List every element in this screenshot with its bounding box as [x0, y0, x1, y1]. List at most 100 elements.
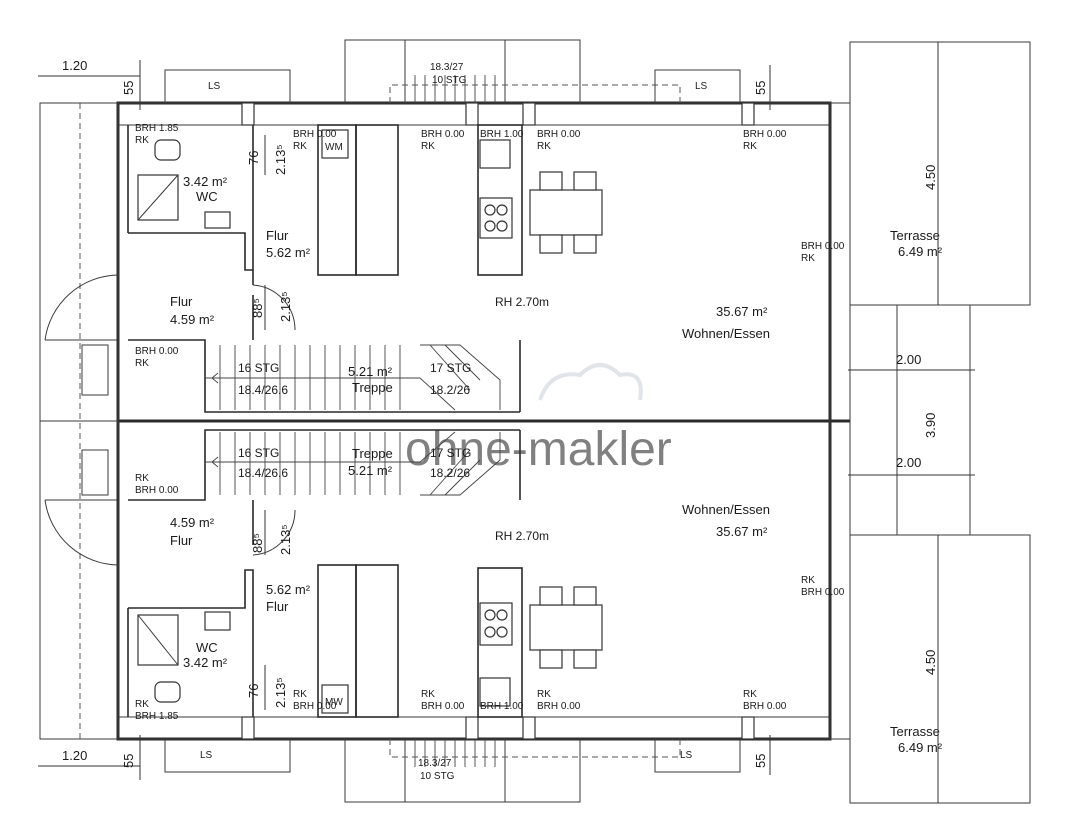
bottom-dim-55-right: 55 — [753, 754, 768, 768]
top-flur-upper-name: Flur — [266, 228, 289, 243]
top-dim-213-upper: 2.13⁵ — [273, 144, 288, 175]
bottom-ls-right: LS — [680, 750, 693, 761]
top-wohnen-area: 35.67 m² — [716, 304, 768, 319]
bottom-dim-213-upper: 2.13⁵ — [278, 524, 293, 555]
bottom-wc-area: 3.42 m² — [183, 655, 228, 670]
bottom-dim-55-left: 55 — [121, 754, 136, 768]
bottom-dim-76: 76 — [246, 684, 261, 698]
bottom-treppe-area: 5.21 m² — [348, 463, 393, 478]
top-dim-450: 4.50 — [923, 165, 938, 190]
top-dim-120: 1.20 — [62, 58, 87, 73]
bottom-brh-3: BRH 1.00 — [480, 701, 524, 712]
top-rh: RH 2.70m — [495, 295, 549, 309]
top-brh-6: BRH 0.00 — [801, 241, 845, 252]
top-brh-3: BRH 1.00 — [480, 129, 524, 140]
terraces: Terrasse 6.49 m² Terrasse 6.49 m² — [849, 41, 1031, 804]
bottom-dim-120: 1.20 — [62, 748, 87, 763]
bottom-flur-lower-area: 4.59 m² — [170, 515, 215, 530]
top-ls-right: LS — [695, 81, 708, 92]
bottom-brh-5: BRH 0.00 — [743, 701, 787, 712]
top-treppe-area: 5.21 m² — [348, 364, 393, 379]
bottom-rk-2: RK — [421, 689, 435, 700]
bottom-rk-4: RK — [537, 689, 551, 700]
bottom-flur-lower-name: Flur — [170, 533, 193, 548]
top-brh-7: BRH 0.00 — [135, 346, 179, 357]
top-rk-1: RK — [293, 141, 307, 152]
top-wc-name: WC — [196, 189, 218, 204]
shared-dim-390: 3.90 — [923, 413, 938, 438]
top-dim-88: 88⁵ — [250, 298, 265, 318]
top-inner-walls — [127, 124, 523, 413]
top-stair-right-steps: 17 STG — [430, 361, 471, 375]
bottom-dim-200: 2.00 — [896, 455, 921, 470]
top-flur-lower-name: Flur — [170, 294, 193, 309]
top-dim-76: 76 — [246, 151, 261, 165]
watermark-logo: ohne-makler — [405, 363, 672, 476]
bottom-rk-6: RK — [801, 575, 815, 586]
top-dim-200: 2.00 — [896, 352, 921, 367]
entrance-doors — [44, 274, 296, 566]
top-treppe-name: Treppe — [352, 380, 393, 395]
bottom-stair-right-size: 18.2/26 — [430, 466, 470, 480]
top-staircase: 16 STG 18.4/26.6 17 STG 18.2/26 — [205, 344, 501, 411]
bottom-dimension-texts: 1.20 55 55 76 2.13⁵ 88⁵ 2.13⁵ 4.50 2.00 … — [62, 413, 938, 768]
bottom-terrasse-name: Terrasse — [890, 724, 940, 739]
top-terrasse-name: Terrasse — [890, 228, 940, 243]
top-wm-label: WM — [325, 142, 343, 153]
top-brh-1: BRH 0.00 — [293, 129, 337, 140]
bottom-wc-name: WC — [196, 640, 218, 655]
top-brh-5: BRH 0.00 — [743, 129, 787, 140]
bottom-rk-5: RK — [743, 689, 757, 700]
light-wells: LS LS LS LS — [164, 69, 741, 773]
top-dim-55-right: 55 — [753, 81, 768, 95]
bottom-rh: RH 2.70m — [495, 529, 549, 543]
bottom-brh-1: BRH 0.00 — [293, 701, 337, 712]
bottom-outside-stair-size: 18.3/27 — [418, 758, 452, 769]
top-wohnen-name: Wohnen/Essen — [682, 326, 770, 341]
top-brh-4: BRH 0.00 — [537, 129, 581, 140]
bottom-stair-left-steps: 16 STG — [238, 446, 279, 460]
top-room-labels: 3.42 m² WC Flur 5.62 m² Flur 4.59 m² 5.2… — [170, 174, 770, 395]
top-stair-left-steps: 16 STG — [238, 361, 279, 375]
bottom-stair-left-size: 18.4/26.6 — [238, 466, 288, 480]
top-rk-7: RK — [135, 358, 149, 369]
top-rk-5: RK — [743, 141, 757, 152]
bottom-outside-stair-steps: 10 STG — [420, 771, 455, 782]
bottom-dim-213-lower: 2.13⁵ — [273, 677, 288, 708]
bottom-brh-wc: BRH 1.85 — [135, 711, 179, 722]
top-flur-lower-area: 4.59 m² — [170, 312, 215, 327]
top-brh-wc: BRH 1.85 — [135, 123, 179, 134]
dimension-lines — [38, 42, 975, 803]
bottom-inner-walls — [127, 429, 523, 718]
bottom-rk-wc: RK — [135, 699, 149, 710]
top-terrasse-area: 6.49 m² — [898, 244, 943, 259]
top-stair-right-size: 18.2/26 — [430, 383, 470, 397]
bottom-dim-88: 88⁵ — [250, 533, 265, 553]
bottom-flur-upper-area: 5.62 m² — [266, 582, 311, 597]
top-stair-left-size: 18.4/26.6 — [238, 383, 288, 397]
top-outside-stair-size: 18.3/27 — [430, 62, 464, 73]
bottom-rk-7: RK — [135, 473, 149, 484]
top-dimension-texts: 1.20 55 55 76 2.13⁵ 88⁵ 2.13⁵ 4.50 2.00 — [62, 58, 938, 367]
bottom-brh-4: BRH 0.00 — [537, 701, 581, 712]
bottom-staircase: 16 STG 18.4/26.6 17 STG 18.2/26 — [205, 431, 501, 496]
top-wc-area: 3.42 m² — [183, 174, 228, 189]
bottom-wm-label: MW — [325, 697, 343, 708]
bottom-dim-450: 4.50 — [923, 650, 938, 675]
top-window-labels: BRH 1.85 RK BRH 0.00 RK BRH 0.00 RK BRH … — [135, 123, 845, 369]
top-ls-left: LS — [208, 81, 221, 92]
top-rk-6: RK — [801, 253, 815, 264]
top-outside-stair: 18.3/27 10 STG — [344, 39, 681, 104]
bottom-window-labels: RK BRH 1.85 RK BRH 0.00 RK BRH 0.00 BRH … — [135, 473, 845, 722]
bottom-treppe-name: Treppe — [352, 446, 393, 461]
bottom-flur-upper-name: Flur — [266, 599, 289, 614]
top-dim-55-left: 55 — [121, 81, 136, 95]
bottom-outside-stair: 18.3/27 10 STG — [344, 738, 681, 803]
bottom-ls-left: LS — [200, 750, 213, 761]
bottom-terrasse-area: 6.49 m² — [898, 740, 943, 755]
fixtures: WM MW — [137, 129, 603, 714]
top-rk-2: RK — [421, 141, 435, 152]
top-dim-213-lower: 2.13⁵ — [278, 291, 293, 322]
top-rk-wc: RK — [135, 135, 149, 146]
